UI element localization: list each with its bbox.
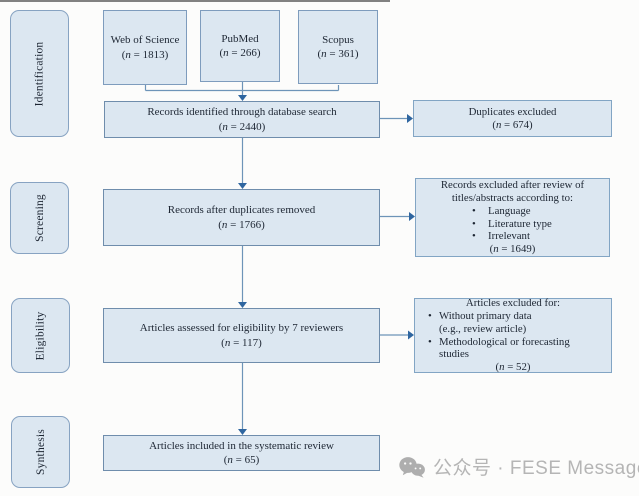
bullet-dot-icon: •: [472, 230, 476, 243]
exclusion-box-duplicates: Duplicates excluded (n = 674): [413, 100, 612, 137]
source-box-scopus: Scopus (n = 361): [298, 10, 378, 84]
exclusion-box-eligibility: Articles excluded for: •Without primary …: [414, 296, 612, 374]
bullet-item: •Literature type: [472, 217, 552, 230]
stage-label: Synthesis: [34, 429, 47, 475]
bullet-dot-icon: •: [472, 217, 476, 230]
watermark-text: 公众号 · FESE Message: [433, 458, 639, 479]
bullet-item: •Methodological or forecasting studies: [428, 335, 570, 361]
exclusion-box-screening: Records excluded after review of titles/…: [415, 178, 610, 257]
bullet-dot-icon: •: [472, 204, 476, 217]
source-count: (n = 1813): [121, 48, 169, 61]
wechat-icon: [399, 456, 425, 478]
flow-box-records-identified: Records identified through database sear…: [104, 101, 380, 138]
bullet-item: •Without primary data (e.g., review arti…: [428, 309, 532, 335]
stage-screening: Screening: [10, 182, 69, 254]
source-name: PubMed: [221, 32, 259, 45]
stage-label: Eligibility: [34, 311, 47, 360]
exclusion-count: (n = 674): [492, 118, 533, 131]
flow-label: Articles included in the systematic revi…: [149, 439, 334, 452]
flow-count: (n = 65): [223, 454, 260, 466]
exclusion-count: (n = 1649): [489, 243, 536, 256]
exclusion-count: (n = 52): [495, 361, 531, 374]
bullet-item: •Language: [472, 204, 531, 217]
source-name: Web of Science: [110, 34, 180, 47]
bullet-dot-icon: •: [428, 309, 432, 322]
flow-box-assessed-eligibility: Articles assessed for eligibility by 7 r…: [103, 308, 380, 363]
flow-label: Articles assessed for eligibility by 7 r…: [139, 322, 344, 335]
top-edge-artifact: [0, 0, 390, 2]
exclusion-title-2: titles/abstracts according to:: [451, 191, 574, 204]
exclusion-bullet-list: •Without primary data (e.g., review arti…: [415, 310, 611, 362]
stage-label: Screening: [33, 194, 46, 242]
source-box-web-of-science: Web of Science (n = 1813): [103, 10, 187, 85]
watermark: 公众号 · FESE Message: [399, 453, 639, 480]
stage-identification: Identification: [10, 10, 69, 137]
flow-box-after-duplicates: Records after duplicates removed (n = 17…: [103, 189, 380, 246]
bullet-dot-icon: •: [428, 335, 432, 348]
stage-synthesis: Synthesis: [11, 416, 70, 488]
flow-count: (n = 117): [221, 336, 262, 349]
stage-eligibility: Eligibility: [11, 298, 70, 373]
flow-label: Records after duplicates removed: [167, 204, 316, 217]
flow-count: (n = 1766): [218, 218, 265, 231]
source-count: (n = 361): [317, 48, 359, 60]
flow-label: Records identified through database sear…: [147, 106, 337, 119]
source-box-pubmed: PubMed (n = 266): [200, 10, 280, 82]
source-name: Scopus: [322, 33, 354, 46]
flow-box-included: Articles included in the systematic revi…: [103, 435, 380, 471]
stage-label: Identification: [33, 41, 46, 106]
exclusion-label: Duplicates excluded: [468, 105, 557, 118]
bullet-item: •Irrelevant: [472, 230, 530, 243]
exclusion-title: Articles excluded for:: [465, 296, 561, 309]
flow-count: (n = 2440): [218, 120, 266, 133]
source-count: (n = 266): [219, 47, 261, 59]
exclusion-bullet-list: •Language •Literature type •Irrelevant: [416, 205, 609, 244]
exclusion-title: Records excluded after review of: [440, 178, 585, 191]
